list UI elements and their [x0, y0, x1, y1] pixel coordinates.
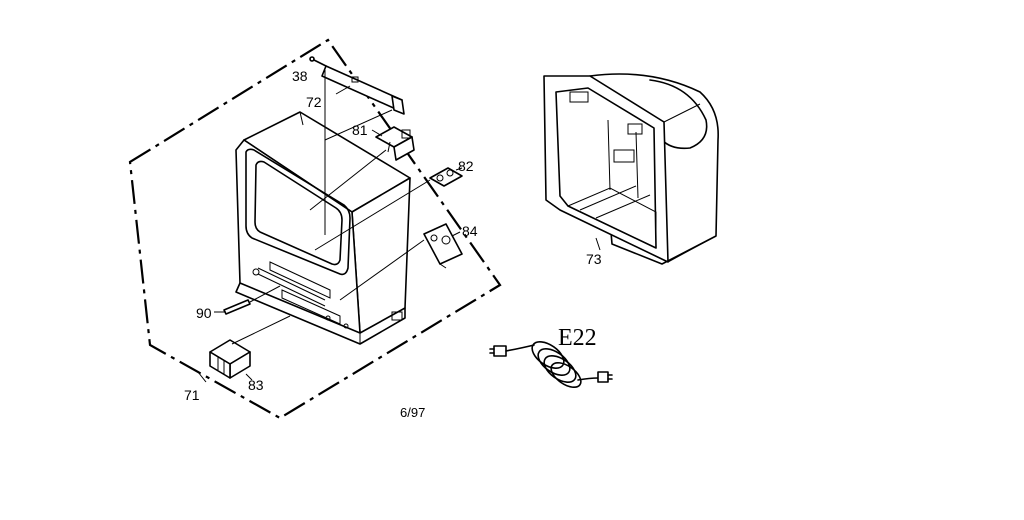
assembly-boundary: [128, 38, 502, 420]
part-84-bracket: [423, 223, 463, 269]
label-71: 71: [184, 387, 200, 403]
label-82: 82: [458, 158, 474, 174]
label-83: 83: [248, 377, 264, 393]
part-83-buttons: [209, 339, 251, 379]
part-90-rod: [223, 299, 251, 315]
label-72: 72: [306, 94, 322, 110]
part-38-screw: [309, 56, 327, 67]
power-cord-e22: [489, 341, 613, 389]
label-81: 81: [352, 122, 368, 138]
part-73-rear-cabinet: [543, 73, 719, 265]
label-73: 73: [586, 251, 602, 267]
label-90: 90: [196, 305, 212, 321]
label-84: 84: [462, 223, 478, 239]
leader-lines: [197, 70, 601, 383]
part-81-bracket: [375, 126, 415, 161]
part-82-board: [429, 167, 463, 187]
label-38: 38: [292, 68, 308, 84]
part-72-bracket: [321, 65, 405, 115]
tv-front-cabinet: [235, 111, 411, 345]
label-e22: E22: [558, 325, 597, 351]
revision-date: 6/97: [400, 405, 425, 420]
